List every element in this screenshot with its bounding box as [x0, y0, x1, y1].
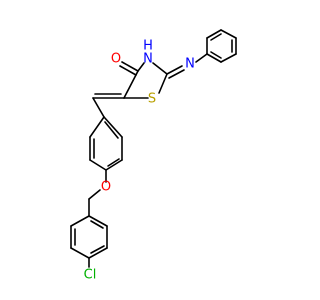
atom-h-amide: H	[143, 39, 153, 54]
bond-ar-6	[103, 116, 123, 138]
bond-ch-ar	[92, 97, 105, 118]
bond-c4-o-b	[119, 65, 137, 76]
bond-cp-6	[88, 215, 108, 227]
bond-cp-1	[70, 215, 90, 227]
bond-ph-d3	[210, 51, 222, 59]
atom-cl: Cl	[84, 268, 97, 283]
bond-ph-d1	[210, 33, 222, 41]
bond-ar-4	[105, 159, 123, 171]
bond-c2-s1	[158, 73, 168, 94]
bond-cp-4	[88, 247, 108, 259]
bond-ar-1	[89, 116, 105, 138]
bond-cp-d2	[90, 245, 105, 254]
bond-ph-6	[206, 53, 222, 63]
bond-ar-d2	[107, 158, 120, 167]
bond-cp-d3	[90, 220, 104, 229]
bonds-group	[70, 29, 237, 268]
molecule-diagram: O H N N S O Cl	[70, 29, 237, 283]
atom-labels-group: O H N N S O Cl	[84, 39, 195, 283]
atom-o-carbonyl: O	[111, 52, 121, 67]
bond-cp-3	[70, 247, 90, 259]
bond-c4-o-a	[121, 61, 139, 72]
bond-o-ch2	[88, 189, 101, 200]
bond-ph-3	[220, 29, 237, 39]
bond-c2-n-a	[166, 65, 183, 75]
atom-o-ether: O	[101, 180, 111, 195]
bond-ph-5	[220, 53, 237, 63]
bond-n3-c2	[152, 62, 168, 75]
atom-s-ring: S	[148, 92, 156, 107]
bond-c2-n-b	[168, 69, 185, 79]
bond-ar-3	[89, 159, 107, 171]
bond-n-ph	[195, 53, 208, 63]
atom-n-amide: N	[143, 52, 153, 67]
atom-n-imine: N	[185, 57, 195, 72]
bond-ar-d3	[104, 121, 119, 139]
bond-c4-n3	[137, 62, 145, 72]
structure-canvas: O H N N S O Cl	[70, 29, 237, 283]
bond-ph-2	[206, 29, 222, 39]
